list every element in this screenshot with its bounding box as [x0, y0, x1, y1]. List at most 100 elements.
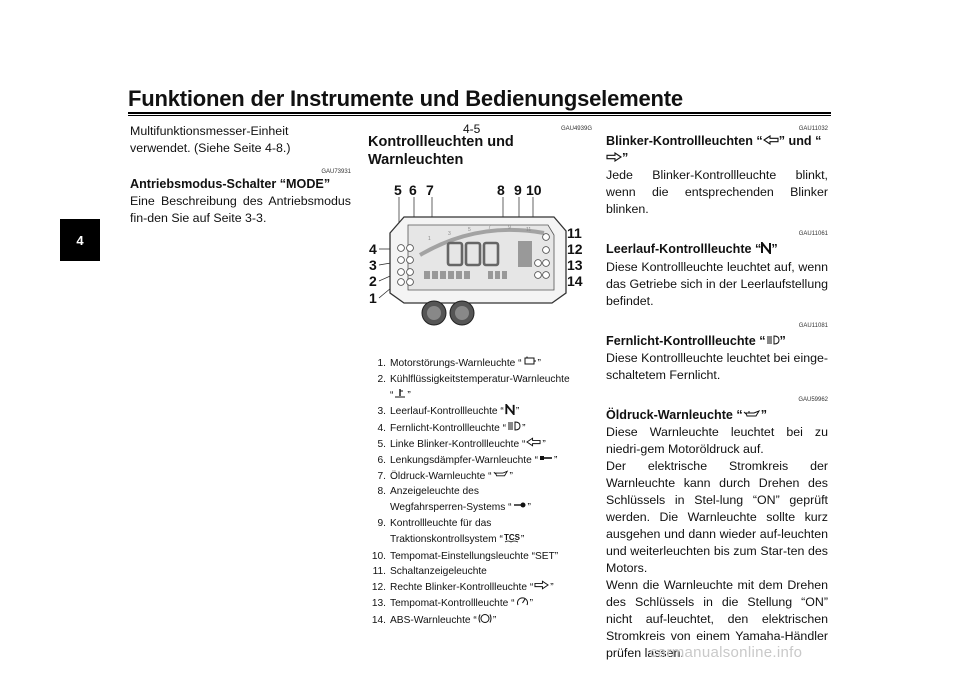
neutral-icon	[505, 402, 515, 421]
page-number: 4-5	[463, 122, 481, 136]
callout-3: 3	[369, 257, 377, 273]
legend-item: 14. ABS-Warnleuchte “ ”	[368, 613, 592, 630]
legend-quote: ”	[529, 597, 533, 609]
legend-text: Schaltanzeigeleuchte	[390, 566, 487, 578]
legend-text: Traktionskontrollsystem “	[390, 533, 503, 545]
legend-quote: ”	[407, 389, 411, 401]
ref-code: GAU4939G	[560, 126, 592, 132]
section-text: Der elektrische Stromkreis der Warnleuch…	[606, 458, 828, 575]
legend-item: 7.Öldruck-Warnleuchte “”	[368, 469, 592, 485]
callout-13: 13	[567, 257, 583, 273]
section-heading: Kontrollleuchten und	[368, 134, 514, 150]
callout-6: 6	[409, 182, 417, 198]
legend-item: 4.Fernlicht-Kontrollleuchte “”	[368, 421, 592, 437]
oil-can-icon	[743, 407, 761, 424]
svg-text:5: 5	[468, 227, 471, 233]
legend-text: Kontrollleuchte für das	[390, 517, 492, 529]
callout-10: 10	[526, 182, 542, 198]
legend-text: Tempomat-Einstellungsleuchte “SET”	[390, 550, 559, 562]
key-icon	[513, 500, 527, 516]
instrument-cluster-illustration: 5 6 7 8 9 10 11 12 13 14 4 3 2 1	[369, 182, 583, 326]
legend-text: ABS-Warnleuchte “	[390, 614, 477, 626]
watermark: carmanualsonline.info	[650, 644, 803, 661]
ref-code: GAU11061	[798, 231, 828, 238]
section-heading: Öldruck-Warnleuchte “”	[606, 407, 828, 424]
legend-number: 4.	[377, 423, 387, 435]
legend-number: 1.	[377, 358, 387, 369]
section-heading: Leerlauf-Kontrollleuchte “”	[606, 239, 828, 258]
legend-number: 12.	[371, 582, 386, 594]
callout-9: 9	[514, 182, 522, 198]
legend-quote: ”	[550, 582, 554, 594]
legend-number: 8.	[377, 486, 387, 498]
section-heading: Antriebsmodus-Schalter “MODE”	[130, 177, 331, 191]
legend-number: 2.	[377, 373, 387, 385]
legend-text: Wegfahrsperren-Systems “	[390, 502, 512, 514]
left-turn-arrow-icon	[762, 133, 779, 150]
svg-text:11: 11	[526, 227, 531, 233]
chapter-tab: 4	[60, 219, 100, 261]
section-heading: Blinker-Kontrollleuchten “” und “”	[606, 133, 828, 167]
legend-text: Leerlauf-Kontrollleuchte “	[390, 406, 504, 418]
callout-1: 1	[369, 290, 377, 306]
right-turn-arrow-icon	[606, 150, 622, 167]
legend-quote: ”	[515, 406, 520, 418]
middle-column: GAU4939G Kontrollleuchten und Warnleucht…	[368, 123, 592, 630]
page-title: Funktionen der Instrumente und Bedienung…	[128, 86, 683, 111]
ref-code: GAU11032	[798, 126, 828, 132]
ref-code: GAU11081	[798, 322, 828, 329]
callout-4: 4	[369, 241, 377, 257]
legend-text: “	[390, 389, 394, 401]
section-text: Diese Kontrollleuchte leuchtet auf, wenn…	[606, 259, 828, 308]
section-text: Jede Blinker-Kontrollleuchte blinkt, wen…	[606, 168, 828, 217]
legend-number: 3.	[377, 406, 387, 418]
legend-item: 1.Motorstörungs-Warnleuchte “”	[368, 356, 592, 372]
high-beam-icon	[766, 333, 780, 350]
section-heading: Warnleuchten	[368, 152, 464, 168]
legend-quote: ”	[542, 438, 546, 450]
svg-text:1: 1	[428, 236, 431, 242]
legend-number: 14.	[371, 614, 386, 626]
section-text: Eine Beschreibung des Antriebsmodus fin-…	[130, 194, 351, 225]
engine-icon	[523, 356, 537, 372]
legend-item: 12. Rechte Blinker-Kontrollleuchte “ ”	[368, 580, 592, 596]
ref-code: GAU59962	[798, 396, 828, 403]
left-turn-arrow-icon	[526, 437, 541, 453]
legend-text: Rechte Blinker-Kontrollleuchte “	[390, 582, 534, 594]
section-heading: Fernlicht-Kontrollleuchte “”	[606, 333, 828, 350]
legend-number	[368, 532, 386, 549]
legend-text: Öldruck-Warnleuchte “	[390, 470, 492, 482]
legend-item: 11.Schaltanzeigeleuchte	[368, 564, 592, 580]
callout-12: 12	[567, 241, 583, 257]
cruise-control-icon	[516, 596, 529, 613]
legend-quote: ”	[553, 454, 558, 466]
abs-icon	[478, 613, 492, 630]
title-rule	[128, 112, 831, 116]
callout-7: 7	[426, 182, 434, 198]
callout-5: 5	[394, 182, 402, 198]
right-column: GAU11032 Blinker-Kontrollleuchten “” und…	[606, 123, 828, 662]
legend-text: Anzeigeleuchte des	[390, 486, 479, 498]
legend-number: 5.	[377, 438, 387, 450]
legend-quote: ”	[492, 614, 497, 626]
legend-quote: ”	[537, 358, 541, 369]
legend-quote: ”	[509, 470, 513, 482]
callout-14: 14	[567, 273, 583, 289]
callout-11: 11	[567, 225, 582, 241]
svg-text:TCS: TCS	[504, 533, 520, 542]
callout-2: 2	[369, 273, 377, 289]
legend-text: Fernlicht-Kontrollleuchte “	[390, 423, 507, 435]
legend-item: 9.Kontrollleuchte für das	[368, 516, 592, 532]
section-text: Wenn die Warnleuchte mit dem Drehen des …	[606, 577, 828, 660]
legend-item: Wegfahrsperren-Systems “”	[368, 500, 592, 516]
legend-number	[368, 388, 386, 405]
legend-item: 3.Leerlauf-Kontrollleuchte “ ”	[368, 402, 592, 421]
steering-damper-icon	[539, 453, 553, 469]
svg-text:3: 3	[448, 231, 451, 237]
legend-text: Linke Blinker-Kontrollleuchte “	[390, 438, 526, 450]
legend-number: 10.	[371, 550, 386, 562]
right-turn-arrow-icon	[534, 580, 550, 596]
svg-text:9: 9	[508, 225, 511, 231]
legend-number: 13.	[371, 597, 386, 609]
intro-text: Multifunktionsmesser-Einheit verwendet. …	[130, 124, 291, 155]
